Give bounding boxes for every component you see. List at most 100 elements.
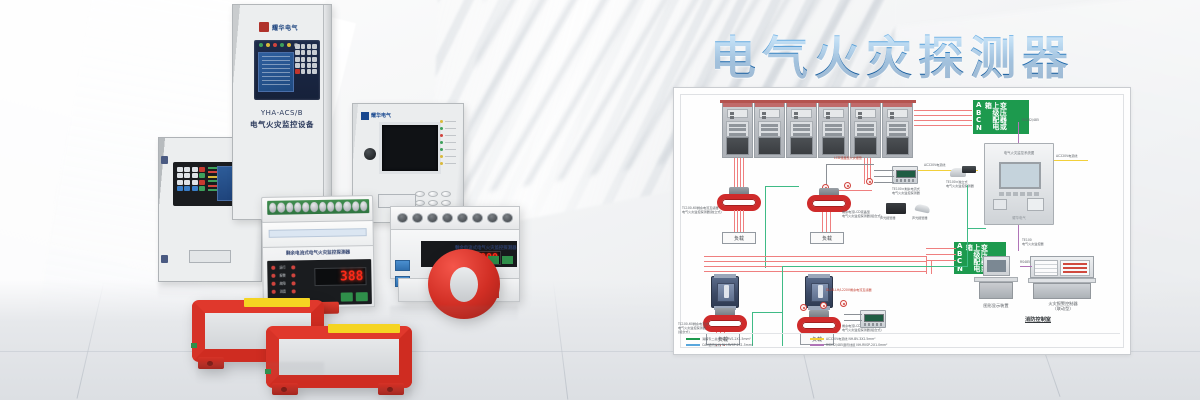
detector-module-lower <box>860 310 886 328</box>
legend-divider <box>684 333 1120 334</box>
reflection-cabinet <box>158 282 262 300</box>
logo-text: 耀华电气 <box>272 25 299 32</box>
alarm-lamp <box>840 300 847 307</box>
ac220-line <box>918 170 978 172</box>
signal-line-green <box>752 312 782 314</box>
legend-label: CAN通讯总线 NH-RVSP-2X1.5mm² <box>702 343 753 347</box>
power-drop <box>740 210 742 232</box>
phase-n: N <box>957 264 963 273</box>
power-bus-lower <box>704 271 926 273</box>
phase-n: N <box>976 123 982 132</box>
detector-digital-display: 388 <box>314 267 367 287</box>
signal-bus-riser <box>967 185 969 267</box>
load-box-2: 负载 <box>810 232 844 244</box>
caption-control-room: 消防控制室 <box>1025 317 1051 323</box>
led-label: 报警 <box>279 273 286 278</box>
power-drop <box>737 158 739 194</box>
main-lcd-screen <box>258 52 294 92</box>
power-line <box>826 190 872 191</box>
detector-buttons[interactable] <box>340 292 368 302</box>
alarm-lamp <box>866 178 873 185</box>
power-drop <box>826 212 828 232</box>
detector2-switch-1[interactable] <box>395 260 410 271</box>
main-keypad[interactable] <box>295 44 317 75</box>
power-drop <box>734 210 736 232</box>
switchgear-busbar <box>720 100 916 103</box>
legend-item: RS232/485通讯线缆 NH-RVSP-2X1.0mm² <box>810 343 928 347</box>
brand-logo: 耀华电气 <box>259 22 307 32</box>
label-speaker: 声光报警器 <box>912 216 928 220</box>
display-value: 388 <box>339 268 364 285</box>
current-transformer-lower-right <box>797 317 841 334</box>
power-line <box>914 110 972 112</box>
host-caption: 电气火灾监控系统图 <box>1003 151 1035 155</box>
label-ac220-right: AC220V电源线 <box>1056 154 1078 158</box>
product-rectangular-ct-1 <box>191 298 324 369</box>
phase-c: C <box>976 116 982 124</box>
ct-yellow-label <box>328 324 400 333</box>
switchgear-cabinet <box>754 102 785 158</box>
label-remote-display: TE100×独立式 电气火灾监控探测器 <box>946 180 974 188</box>
rs485-line-down <box>1018 225 1020 251</box>
logo-text: 耀华电气 <box>371 113 392 119</box>
detector-upper-body <box>261 220 374 248</box>
circuit-breaker-left <box>711 274 739 310</box>
source-box-text: 变压器或上级配电箱 <box>984 102 1008 130</box>
ct-terminal-pin <box>191 343 197 348</box>
product-main-monitoring-cabinet: 耀华电气 YHA-ACS/B 电气火灾监控设备 <box>232 4 332 220</box>
led-label: 运行 <box>279 265 286 270</box>
legend-row: CAN通讯总线 NH-RVSP-2X1.5mm² RS232/485通讯线缆 N… <box>686 343 936 347</box>
legend-label: 消解专二总线 NH-RVS-2X1.5mm² <box>702 337 751 341</box>
detector2-model-text: 剩余电流式电气火灾监控探测器 <box>455 246 517 251</box>
detector-model-text: 剩余电流式电气火灾监控探测器 <box>285 250 351 257</box>
legend-swatch-purple <box>810 344 824 346</box>
power-drop <box>740 158 742 194</box>
panel-lcd-screen <box>379 122 441 174</box>
cabinet-hinge <box>161 255 168 263</box>
legend-row: 消解专二总线 NH-RVS-2X1.5mm² AC220V电源线 NH-BV-3… <box>686 337 936 341</box>
page-title: 电气火灾探测器 <box>710 30 1090 86</box>
signal-line-green <box>765 186 767 268</box>
ct-cap-lower-left <box>715 308 735 317</box>
detector-module-upper <box>892 166 918 184</box>
label-host: TE100 电气火灾监控器 <box>1022 238 1044 246</box>
power-riser <box>931 261 933 274</box>
ct-terminal-pin <box>265 369 271 374</box>
grey-line <box>826 164 827 186</box>
signal-bus-vertical <box>782 266 784 346</box>
grey-line <box>844 314 862 315</box>
grey-line <box>874 170 894 171</box>
switchgear-cabinet <box>722 102 753 158</box>
host-slot <box>993 199 1007 210</box>
remote-display-body <box>962 166 976 173</box>
fire-monitoring-host: 电气火灾监控系统图 耀华电气 <box>984 143 1054 225</box>
label-ct-left: TC100-60剩余电流互感器 电气火灾监控探测器(独立式) <box>682 206 722 214</box>
power-drop <box>734 158 736 194</box>
legend-swatch-green <box>686 338 700 340</box>
power-drop <box>743 210 745 232</box>
source-box-upper: A B C N 变压器或上级配电箱 <box>973 100 1029 134</box>
floor-line-h <box>0 351 1200 352</box>
detector2-buttons[interactable] <box>488 256 513 264</box>
green-terminals <box>267 199 370 215</box>
power-drop <box>737 210 739 232</box>
load-box-1: 负载 <box>722 232 756 244</box>
product-toroidal-current-transformer <box>428 249 500 319</box>
caption-graphic-display: 图形显示装置 <box>983 303 1009 308</box>
grey-line <box>844 320 862 321</box>
main-control-panel <box>254 40 320 100</box>
host-keypad <box>999 192 1041 196</box>
host-brand: 耀华电气 <box>1012 216 1026 220</box>
legend-item: AC220V电源线 NH-BV-3X2.5mm² <box>810 337 928 341</box>
fire-alarm-control-panel <box>1028 256 1096 300</box>
panel-key-switch[interactable] <box>364 148 376 160</box>
power-drop <box>864 158 866 184</box>
signal-bus-top <box>782 266 968 268</box>
label-host-port: RS485 <box>1020 260 1031 264</box>
legend-item: 消解专二总线 NH-RVS-2X1.5mm² <box>686 337 804 341</box>
graphic-display-station <box>974 256 1018 300</box>
panel-buttons[interactable] <box>415 191 451 206</box>
signal-line-green <box>765 186 799 188</box>
current-transformer-left <box>717 194 761 211</box>
